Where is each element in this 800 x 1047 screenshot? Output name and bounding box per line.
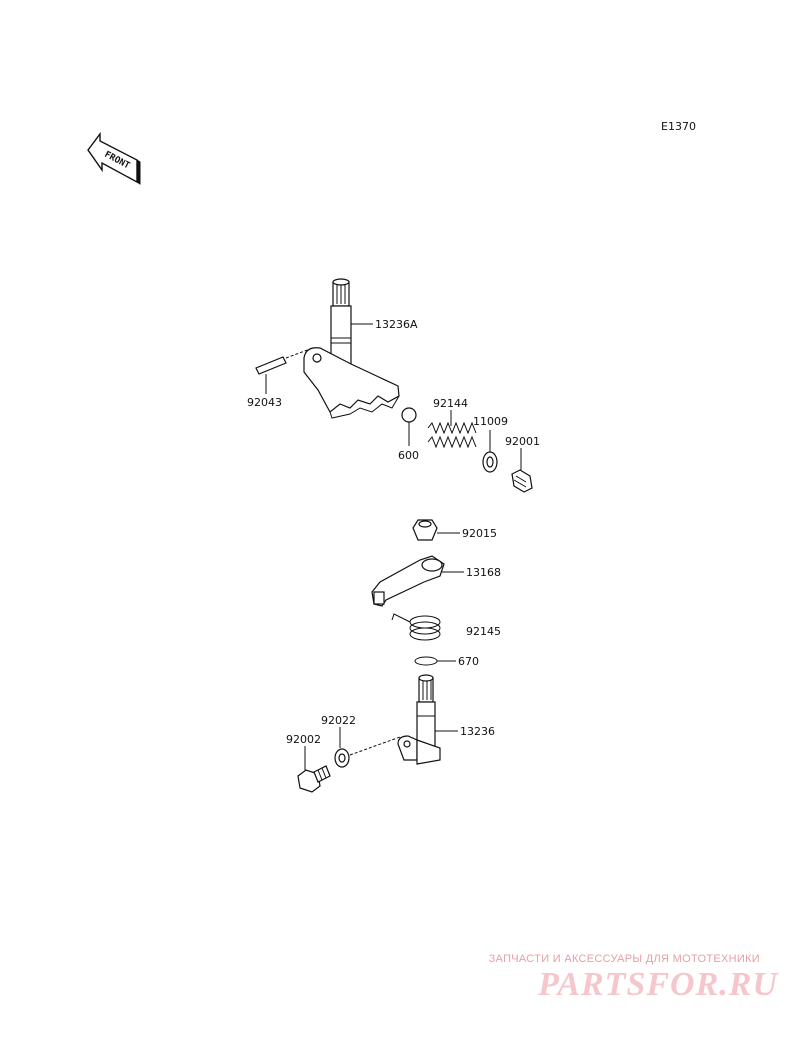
label-92145: 92145 bbox=[466, 625, 501, 638]
watermark-brand: PARTSFOR.RU bbox=[538, 966, 778, 1003]
label-13236A: 13236A bbox=[375, 318, 418, 331]
nut-92015 bbox=[412, 519, 438, 541]
pin-92043 bbox=[255, 348, 311, 375]
shaft-13236A bbox=[303, 278, 400, 419]
bolt-92002 bbox=[297, 765, 331, 793]
watermark-tagline: ЗАПЧАСТИ И АКСЕССУАРЫ ДЛЯ МОТОТЕХНИКИ bbox=[488, 953, 760, 965]
label-92015: 92015 bbox=[462, 527, 497, 540]
spring-92144 bbox=[427, 421, 477, 449]
label-670: 670 bbox=[458, 655, 479, 668]
label-92002: 92002 bbox=[286, 733, 321, 746]
label-600: 600 bbox=[398, 449, 419, 462]
label-92001: 92001 bbox=[505, 435, 540, 448]
diagram-code: E1370 bbox=[661, 120, 696, 133]
label-13168: 13168 bbox=[466, 566, 501, 579]
label-13236: 13236 bbox=[460, 725, 495, 738]
plug-92001 bbox=[511, 469, 533, 493]
label-92144: 92144 bbox=[433, 397, 468, 410]
label-92043: 92043 bbox=[247, 396, 282, 409]
front-arrow-icon: FRONT bbox=[87, 131, 141, 185]
circlip-670 bbox=[414, 656, 438, 666]
ball-600 bbox=[401, 407, 417, 423]
label-11009: 11009 bbox=[473, 415, 508, 428]
shaft-13236 bbox=[397, 674, 441, 765]
label-92022: 92022 bbox=[321, 714, 356, 727]
arm-13168 bbox=[371, 555, 445, 607]
spring-92145 bbox=[391, 613, 441, 641]
